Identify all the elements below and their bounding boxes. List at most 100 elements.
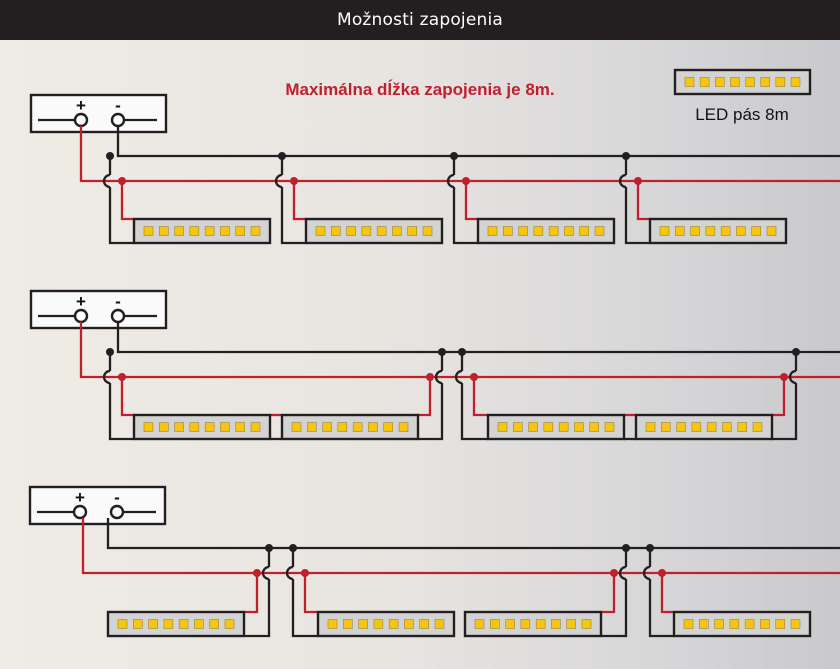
- positive-bus-wire: [79, 322, 840, 379]
- led-chip: [434, 619, 445, 629]
- negative-drop-wire: [601, 579, 628, 638]
- led-chip: [775, 619, 785, 629]
- led-chip: [373, 619, 384, 629]
- junction-dot: [610, 569, 618, 577]
- junction-dot: [301, 569, 309, 577]
- wire-crossover: [261, 565, 270, 581]
- led-chip: [133, 619, 143, 629]
- led-chip: [358, 619, 368, 629]
- led-chip: [558, 422, 569, 432]
- junction-dot: [450, 152, 458, 160]
- led-strip: [486, 413, 626, 441]
- negative-drop-wire: [291, 579, 318, 638]
- positive-drop-wire: [472, 377, 488, 417]
- led-chip: [505, 619, 515, 629]
- led-chip: [790, 619, 801, 629]
- led-chip: [352, 422, 363, 432]
- max-length-note: Maximálna dĺžka zapojenia je 8m.: [285, 79, 554, 99]
- led-chip: [520, 619, 531, 629]
- led-strip-body: [672, 610, 812, 638]
- negative-drop-wire: [280, 187, 306, 245]
- led-chip: [178, 619, 189, 629]
- junction-dot: [780, 373, 788, 381]
- junction-dot: [622, 544, 630, 552]
- led-strip-body: [648, 217, 788, 245]
- led-chip: [487, 226, 498, 236]
- led-chip: [705, 226, 716, 236]
- led-chip: [337, 422, 348, 432]
- led-chip: [490, 619, 500, 629]
- led-chip: [676, 422, 686, 432]
- positive-terminal: [73, 308, 89, 324]
- junction-dot: [253, 569, 261, 577]
- led-chip: [220, 422, 230, 432]
- led-chip: [659, 226, 670, 236]
- led-strip-body: [486, 413, 626, 441]
- wire-crossover: [788, 369, 797, 385]
- led-strip: [316, 610, 456, 638]
- led-chip: [528, 422, 538, 432]
- negative-drop-wire: [108, 383, 134, 441]
- led-chip: [706, 422, 717, 432]
- junction-dot: [438, 348, 446, 356]
- led-strip: [463, 610, 603, 638]
- led-strip: [634, 413, 774, 441]
- negative-bus-wire: [106, 518, 840, 550]
- power-supply-box: [29, 93, 168, 134]
- led-chip: [419, 619, 429, 629]
- led-chip: [322, 422, 332, 432]
- title-bar: Možnosti zapojenia: [0, 0, 840, 40]
- led-chip: [159, 226, 169, 236]
- led-chip: [307, 422, 317, 432]
- led-strip: [280, 413, 420, 441]
- led-chip: [760, 77, 770, 87]
- led-chip: [327, 619, 338, 629]
- led-chip: [474, 619, 485, 629]
- led-chip: [699, 77, 710, 87]
- negative-bus-wire: [116, 126, 840, 158]
- led-chip: [189, 422, 200, 432]
- positive-drop-wire: [418, 377, 432, 417]
- led-chip: [117, 619, 128, 629]
- power-supply: +-: [28, 485, 167, 526]
- positive-drop-wire: [292, 181, 306, 221]
- power-supply: +-: [29, 289, 168, 330]
- positive-drop-wire: [244, 573, 259, 614]
- junction-dot: [290, 177, 298, 185]
- led-strip-body: [316, 610, 456, 638]
- led-chip: [691, 422, 702, 432]
- led-chip: [722, 422, 732, 432]
- negative-drop-wire: [624, 187, 650, 245]
- minus-sign: -: [115, 292, 121, 311]
- led-chip: [683, 619, 694, 629]
- negative-drop-wire: [108, 187, 134, 245]
- led-strip-body: [106, 610, 246, 638]
- led-chip: [579, 226, 589, 236]
- led-chip: [533, 226, 544, 236]
- led-chip: [730, 77, 740, 87]
- led-strip-body: [634, 413, 774, 441]
- led-chip: [143, 422, 154, 432]
- led-strip: [672, 610, 812, 638]
- led-chip: [661, 422, 671, 432]
- plus-sign: +: [76, 96, 86, 115]
- positive-terminal: [72, 504, 88, 520]
- junction-dot: [792, 348, 800, 356]
- led-strip-body: [132, 413, 272, 441]
- led-chip: [566, 619, 576, 629]
- led-chip: [729, 619, 740, 629]
- positive-drop-wire: [660, 573, 674, 614]
- led-chip: [714, 619, 724, 629]
- positive-drop-wire: [120, 377, 134, 417]
- junction-dot: [106, 348, 114, 356]
- led-chip: [551, 619, 561, 629]
- led-chip: [388, 619, 399, 629]
- led-chip: [315, 226, 326, 236]
- junction-dot: [470, 373, 478, 381]
- led-chip: [291, 422, 302, 432]
- led-chip: [250, 226, 261, 236]
- plus-sign: +: [75, 488, 85, 507]
- led-chip: [204, 422, 215, 432]
- positive-bus-wire: [81, 518, 840, 575]
